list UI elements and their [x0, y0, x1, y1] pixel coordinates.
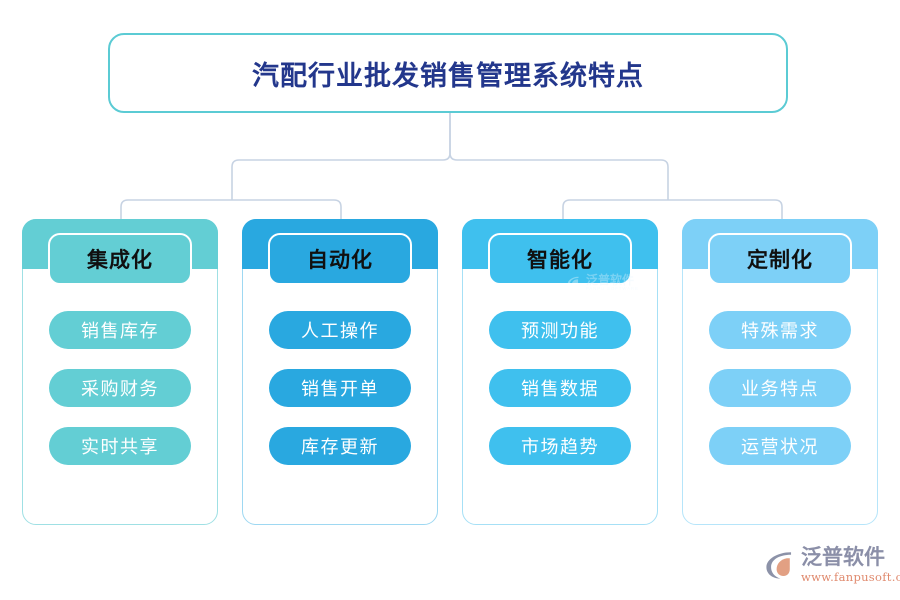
list-item[interactable]: 销售开单 [269, 369, 411, 407]
column-header-chip-integration[interactable]: 集成化 [48, 233, 192, 285]
list-item-label: 库存更新 [301, 437, 379, 458]
list-item[interactable]: 业务特点 [709, 369, 851, 407]
list-item[interactable]: 特殊需求 [709, 311, 851, 349]
list-item-label: 销售开单 [301, 379, 379, 400]
column-header-label: 智能化 [527, 247, 593, 272]
column-items-list: 特殊需求 业务特点 运营状况 [682, 311, 878, 465]
column-card-integration[interactable]: 集成化 销售库存 采购财务 实时共享 [22, 219, 218, 525]
diagram-title-box: 汽配行业批发销售管理系统特点 [108, 33, 788, 113]
column-header-label: 定制化 [747, 247, 813, 272]
list-item-label: 人工操作 [301, 321, 379, 342]
column-items-list: 销售库存 采购财务 实时共享 [22, 311, 218, 465]
brand-name: 泛普软件 [801, 544, 885, 569]
list-item-label: 业务特点 [741, 379, 819, 400]
list-item[interactable]: 库存更新 [269, 427, 411, 465]
list-item-label: 预测功能 [521, 321, 599, 342]
connector-trunk-right [449, 113, 669, 200]
list-item[interactable]: 预测功能 [489, 311, 631, 349]
list-item-label: 市场趋势 [521, 437, 599, 458]
column-header-label: 自动化 [307, 247, 373, 272]
column-header-label: 集成化 [87, 247, 153, 272]
list-item-label: 采购财务 [81, 379, 159, 400]
page-title: 汽配行业批发销售管理系统特点 [252, 60, 644, 92]
list-item[interactable]: 市场趋势 [489, 427, 631, 465]
list-item-label: 特殊需求 [741, 321, 819, 342]
brand-text-block: 泛普软件 www.fanpusoft.com [801, 546, 900, 584]
column-card-intelligence[interactable]: 智能化 预测功能 销售数据 市场趋势 [462, 219, 658, 525]
list-item[interactable]: 实时共享 [49, 427, 191, 465]
column-card-customization[interactable]: 定制化 特殊需求 业务特点 运营状况 [682, 219, 878, 525]
list-item[interactable]: 采购财务 [49, 369, 191, 407]
connector-trunk-left [231, 113, 451, 200]
column-card-automation[interactable]: 自动化 人工操作 销售开单 库存更新 [242, 219, 438, 525]
brand-url: www.fanpusoft.com [801, 570, 900, 585]
brand-logo: 泛普软件 www.fanpusoft.com [763, 540, 900, 590]
list-item[interactable]: 销售库存 [49, 311, 191, 349]
column-items-list: 预测功能 销售数据 市场趋势 [462, 311, 658, 465]
column-items-list: 人工操作 销售开单 库存更新 [242, 311, 438, 465]
column-header-chip-intelligence[interactable]: 智能化 [488, 233, 632, 285]
list-item[interactable]: 人工操作 [269, 311, 411, 349]
list-item-label: 实时共享 [81, 437, 159, 458]
column-header-chip-automation[interactable]: 自动化 [268, 233, 412, 285]
list-item-label: 销售数据 [521, 379, 599, 400]
list-item-label: 销售库存 [81, 321, 159, 342]
fanpu-brand-icon [766, 552, 792, 579]
list-item[interactable]: 运营状况 [709, 427, 851, 465]
column-header-chip-customization[interactable]: 定制化 [708, 233, 852, 285]
list-item[interactable]: 销售数据 [489, 369, 631, 407]
list-item-label: 运营状况 [741, 437, 819, 458]
